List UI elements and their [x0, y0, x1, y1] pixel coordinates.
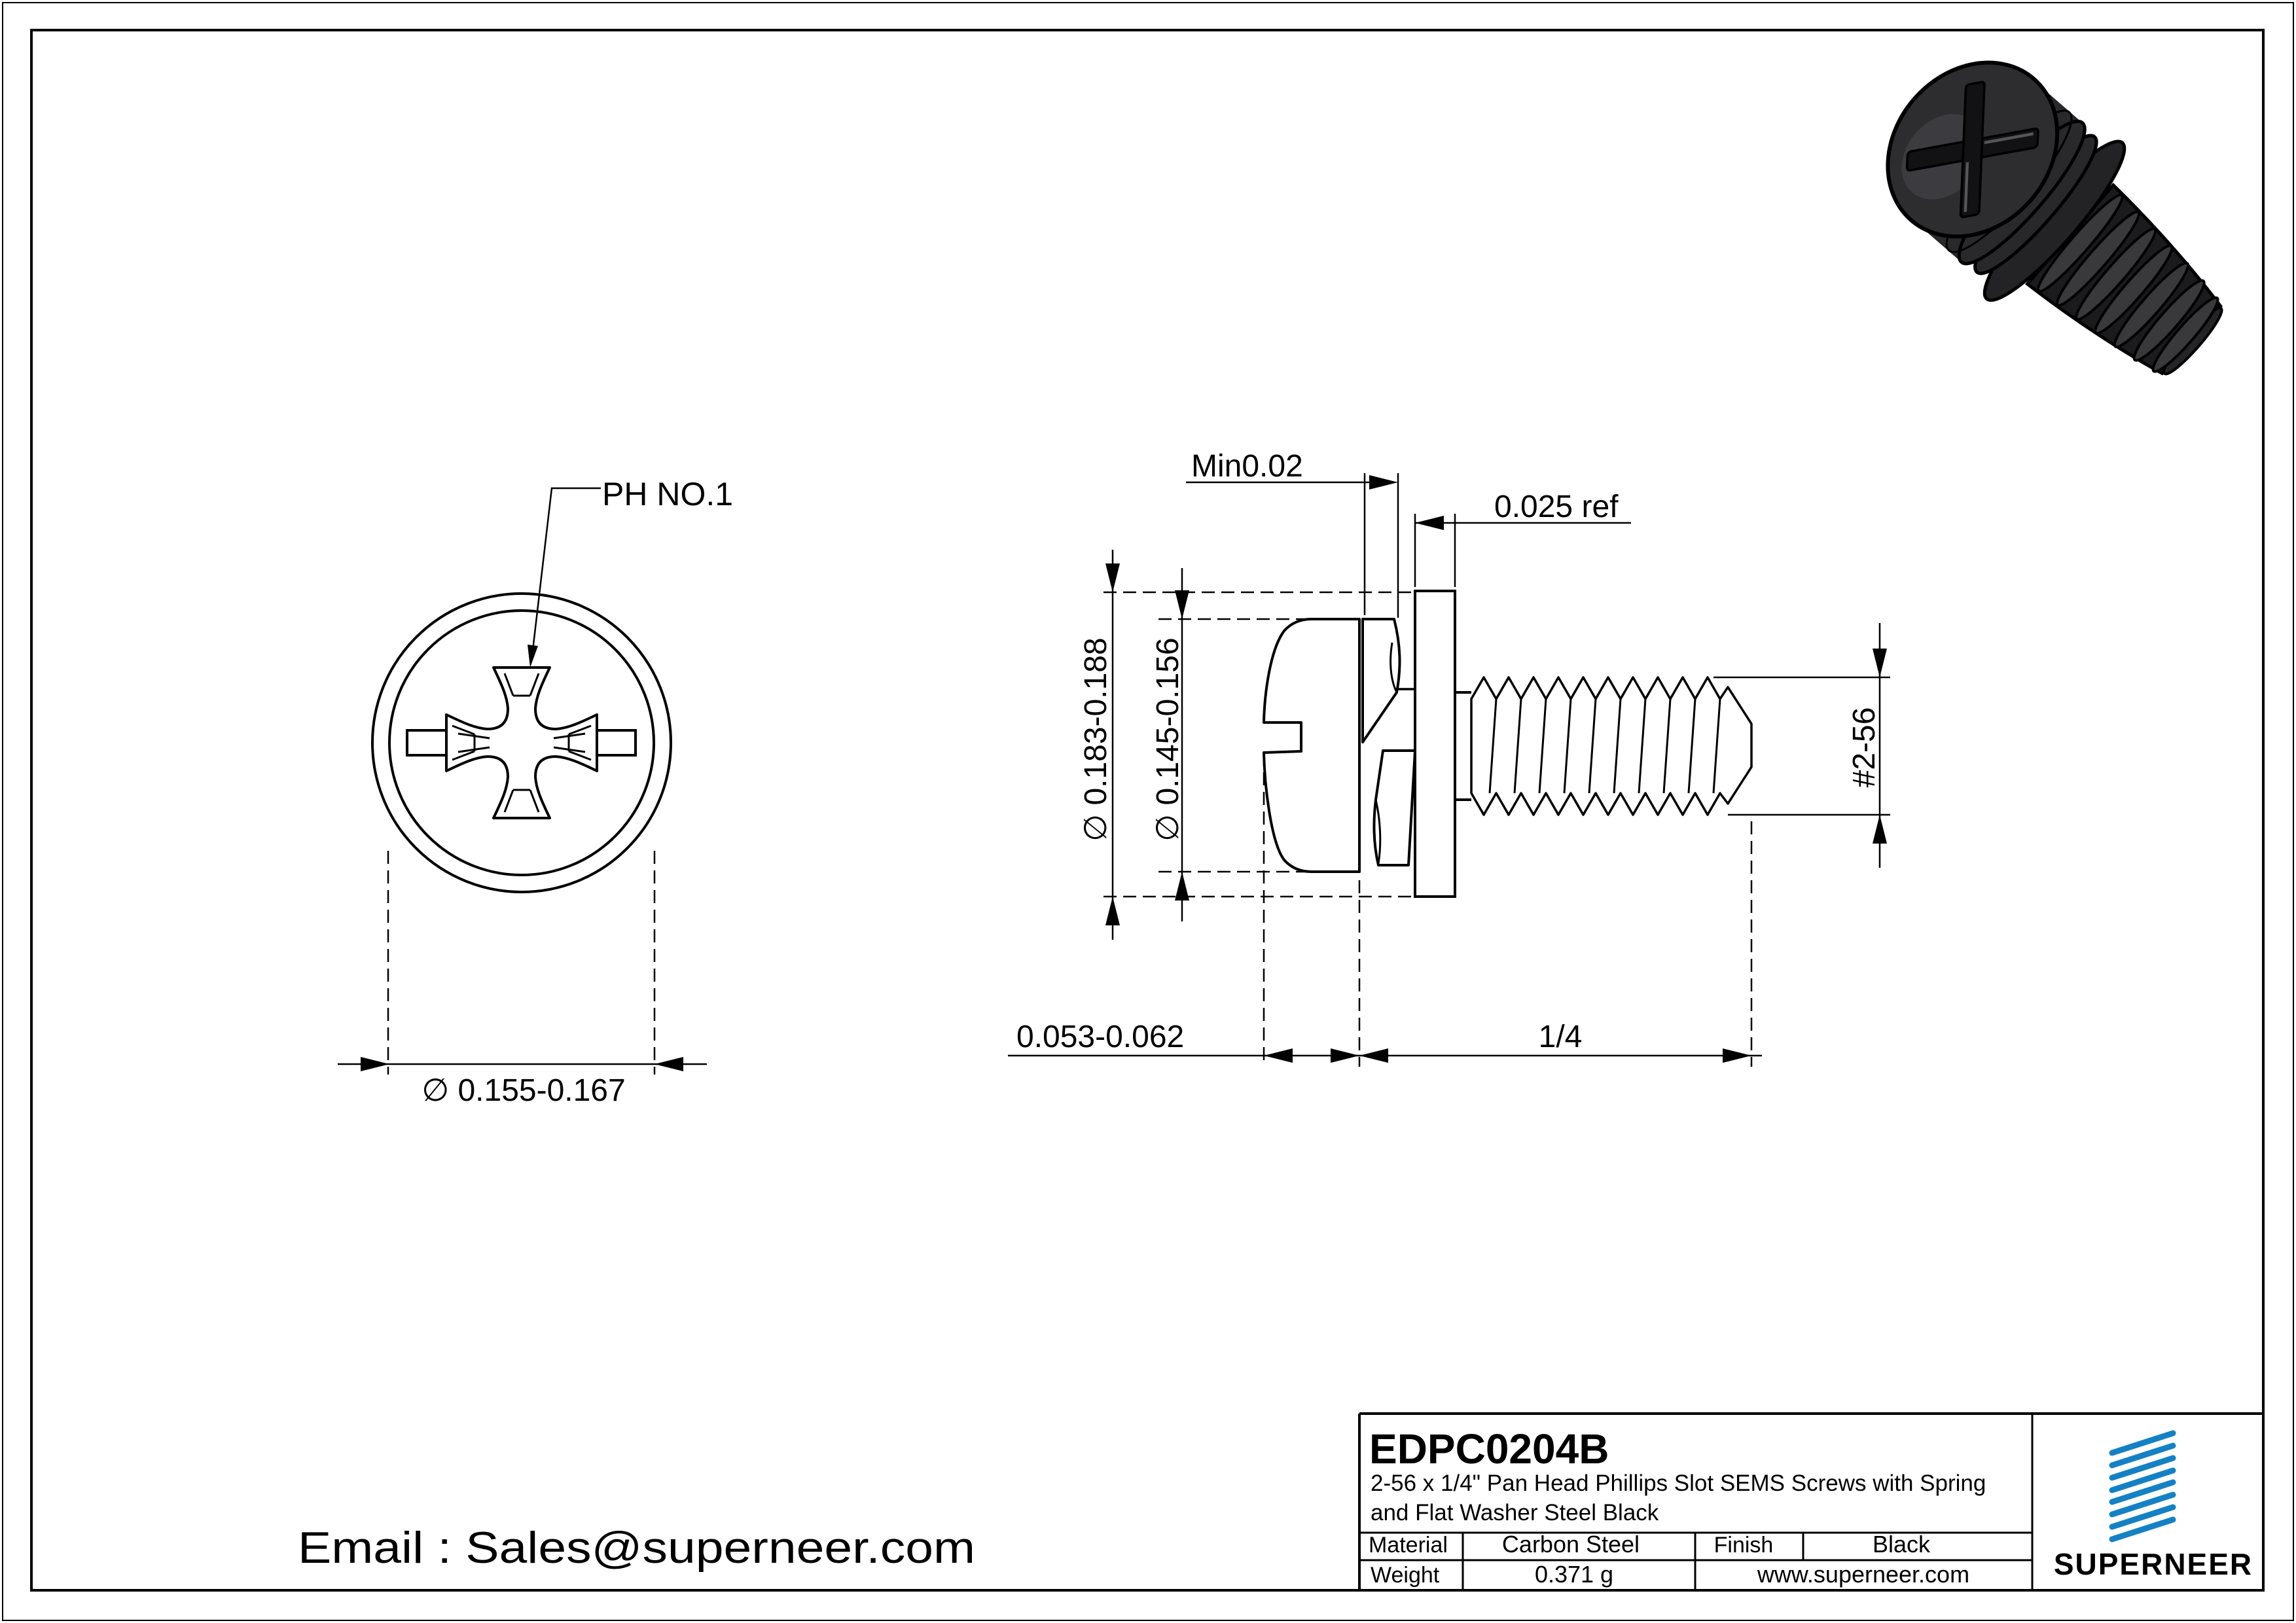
drive-leader-line: [531, 487, 601, 656]
title-block-grid: [1358, 1412, 2263, 1590]
weight-value: 0.371 g: [1535, 1561, 1613, 1588]
dim-arrow: [1331, 1048, 1359, 1063]
material-value: Carbon Steel: [1502, 1531, 1640, 1558]
washer-thickness-extension-lines: [1414, 514, 1456, 587]
head-od-tangent-lines: [1158, 618, 1359, 873]
thread-flank-lines: [1488, 698, 1721, 794]
weight-label: Weight: [1371, 1563, 1440, 1588]
shank-lines: [1455, 691, 1471, 801]
dim-arrow: [1264, 1048, 1293, 1063]
front-head-od-dim-text: ∅ 0.155-0.167: [422, 1073, 625, 1108]
dim-arrow: [1359, 1048, 1388, 1063]
dim-arrow: [1415, 516, 1444, 530]
inner-drawing-frame: [30, 29, 2265, 1592]
thread-profile: [1470, 676, 1753, 816]
drive-leader-arrow: [528, 645, 538, 668]
dim-arrow: [655, 1057, 683, 1071]
spring-washer-lower-split: [1374, 799, 1382, 865]
dim-arrow: [1873, 815, 1887, 844]
front-view: [338, 487, 707, 1075]
side-view: [1008, 473, 1890, 1067]
slot-taper-detail: [457, 732, 586, 753]
spring-min-extension-lines: [1363, 473, 1399, 618]
spring-min-dim-text: Min0.02: [1191, 449, 1303, 484]
spring-washer-lower-coil: [1372, 749, 1416, 866]
render-phillips-cross: [1905, 80, 2039, 219]
dim-arrow: [1369, 475, 1398, 490]
material-label: Material: [1369, 1533, 1448, 1558]
brand-name: SUPERNEER: [2054, 1547, 2253, 1581]
dim-arrow: [1175, 590, 1189, 619]
render-tip: [2162, 306, 2223, 376]
head-od-dim-text-side: ∅ 0.145-0.156: [1151, 637, 1185, 841]
washer-od-tangent-lines: [1103, 591, 1417, 898]
part-number: EDPC0204B: [1369, 1425, 1609, 1472]
dim-arrow: [1723, 1048, 1751, 1063]
screw-3d-render: [1886, 60, 2223, 376]
render-thread-ribs: [2036, 193, 2219, 373]
pan-head-profile: [1263, 618, 1361, 873]
thread-size-extension-lines: [1713, 676, 1890, 816]
drive-label: PH NO.1: [602, 476, 733, 512]
washer-outline-circle: [371, 592, 672, 893]
washer-thickness-dim-text: 0.025 ref: [1494, 490, 1619, 524]
length-extension-lines: [1263, 753, 1753, 1067]
finish-label: Finish: [1714, 1533, 1774, 1558]
flat-washer-profile: [1414, 590, 1456, 898]
thread-size-dim-text: #2-56: [1847, 707, 1882, 788]
thread-length-dim-text: 1/4: [1539, 1020, 1583, 1054]
washer-od-dim-text: ∅ 0.183-0.188: [1079, 637, 1113, 841]
finish-value: Black: [1873, 1531, 1931, 1558]
head-height-dim-text: 0.053-0.062: [1016, 1020, 1184, 1054]
dim-arrow: [1105, 897, 1120, 925]
cross-taper-detail: [503, 673, 540, 697]
spring-washer-upper-split: [1390, 642, 1398, 693]
website-url: www.superneer.com: [1757, 1561, 1969, 1588]
head-od-extension-lines: [387, 851, 656, 1075]
dim-arrow: [361, 1057, 389, 1071]
contact-email: Email : Sales@superneer.com: [298, 1523, 975, 1573]
dim-arrow: [1105, 563, 1120, 592]
dim-arrow: [1873, 649, 1887, 677]
superneer-logo-icon: [2109, 1430, 2176, 1543]
phillips-cross-recess: [445, 666, 598, 819]
dim-arrow: [1175, 872, 1189, 901]
description-line2: and Flat Washer Steel Black: [1371, 1500, 1659, 1525]
spring-washer-upper-coil: [1361, 618, 1401, 743]
description-line1: 2-56 x 1/4" Pan Head Phillips Slot SEMS …: [1371, 1471, 1986, 1496]
head-outline-circle: [388, 609, 655, 876]
